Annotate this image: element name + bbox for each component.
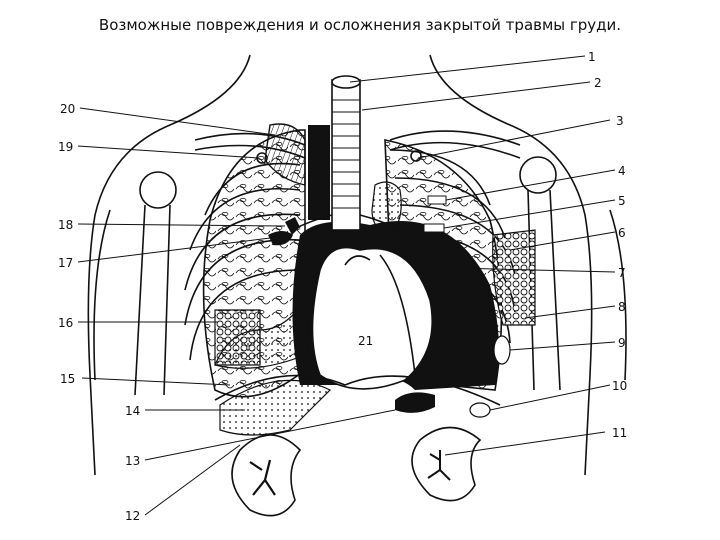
callout-label: 6 <box>618 226 626 240</box>
callout-label: 2 <box>594 76 602 90</box>
lesion-18 <box>285 217 300 235</box>
callout-label: 12 <box>125 509 140 523</box>
callout-label: 7 <box>618 266 626 280</box>
callout-label: 15 <box>60 372 75 386</box>
bronchus-rupture <box>371 181 402 236</box>
pleural-effusion-left <box>214 298 311 369</box>
body-outline <box>87 54 627 476</box>
rib-fracture-2 <box>423 223 445 233</box>
callout-label: 5 <box>618 194 626 208</box>
page-title: Возможные повреждения и осложнения закры… <box>98 16 622 34</box>
liver <box>219 379 332 436</box>
callout-label: 11 <box>612 426 627 440</box>
callout-label: 14 <box>125 404 140 418</box>
mediastinal-emphysema <box>308 125 330 220</box>
spleen-rupture <box>395 392 435 413</box>
diaphragm <box>214 374 501 406</box>
callout-label: 17 <box>58 256 73 270</box>
callout-label: 18 <box>58 218 73 232</box>
rib-fracture-1 <box>427 195 447 205</box>
kidney-right <box>411 426 482 502</box>
callout-label: 10 <box>612 379 627 393</box>
lesion-9 <box>493 335 511 365</box>
heart <box>311 246 433 390</box>
callout-label: 1 <box>588 50 596 64</box>
hemothorax-right <box>492 229 536 326</box>
callout-label: 21 <box>358 334 373 348</box>
callout-label: 13 <box>125 454 140 468</box>
callout-label: 19 <box>58 140 73 154</box>
trachea <box>291 75 401 231</box>
humerus-left <box>134 171 177 396</box>
callout-labels: 1 2 3 4 5 6 7 8 9 10 11 12 13 14 15 16 1… <box>58 50 627 523</box>
callout-label: 4 <box>618 164 626 178</box>
callout-label: 16 <box>58 316 73 330</box>
callout-label: 3 <box>616 114 624 128</box>
subclavian-vessel-right <box>410 150 422 162</box>
callout-label: 8 <box>618 300 626 314</box>
lesion-10 <box>469 402 491 418</box>
leader-lines <box>77 55 616 516</box>
apical-lesion <box>264 123 306 186</box>
lesion-17 <box>268 231 293 246</box>
callout-label: 9 <box>618 336 626 350</box>
callout-label: 20 <box>60 102 75 116</box>
kidney-left <box>231 434 302 517</box>
